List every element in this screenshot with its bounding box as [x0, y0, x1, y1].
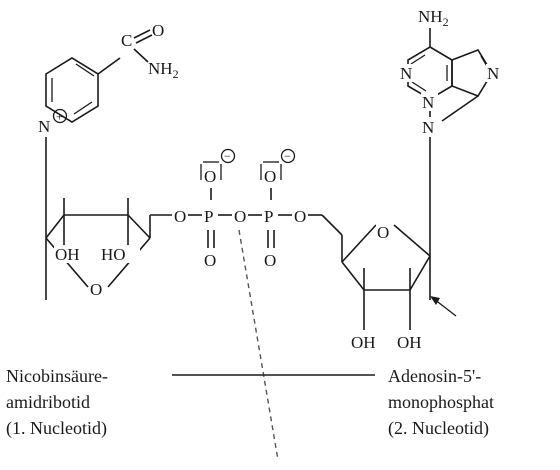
- n9-mask: [421, 117, 439, 137]
- amide-nh2-label: NH2: [148, 59, 179, 81]
- right-ribose-oh-left: OH: [351, 333, 376, 352]
- ring-nitrogen-mask: [37, 116, 54, 136]
- ring-bond: [393, 224, 431, 257]
- left-ribose-ring-oxygen: O: [90, 280, 102, 299]
- c5-c4-bond: [321, 214, 343, 236]
- negative-charge-circle: [280, 148, 296, 164]
- amino-nh2-label: NH2: [418, 7, 449, 29]
- phosphorus-left: P: [204, 207, 213, 226]
- ring-bond: [409, 255, 431, 291]
- adenine-n3-label: N: [422, 93, 434, 112]
- ring-nitrogen-label: N: [38, 117, 50, 136]
- n9-bond: [441, 95, 479, 122]
- right-caption-line3: (2. Nucleotid): [388, 418, 489, 439]
- anionic-oxygen-left: O: [204, 167, 216, 186]
- imidazole-ring: [451, 49, 493, 97]
- left-caption-line3: (1. Nucleotid): [6, 418, 107, 439]
- positive-charge-circle: [52, 108, 68, 124]
- left-caption-line2: amidribotid: [6, 392, 90, 412]
- adenine-n7-label: N: [487, 64, 499, 83]
- pyridine-ring: [45, 57, 99, 123]
- c1-arrow-head: [430, 296, 440, 305]
- right-ribose-oh-right: OH: [397, 333, 422, 352]
- carbonyl-double-bond: [135, 34, 153, 44]
- carbonyl-oxygen-label: O: [152, 21, 164, 40]
- carbonyl-double-bond: [133, 29, 151, 39]
- ring-oxygen-mask: [376, 222, 394, 242]
- carbonyl-carbon-label: C: [121, 31, 132, 50]
- negative-charge-label: −: [224, 149, 231, 163]
- positive-charge-label: +: [56, 110, 63, 124]
- left-ribose: OH HO O: [45, 198, 172, 299]
- ho-mask: [100, 245, 140, 263]
- pyrimidine-double-bond: [411, 81, 427, 92]
- right-caption-line1: Adenosin-5'-: [388, 366, 481, 386]
- adenine-n9-label: N: [422, 118, 434, 137]
- pyrophosphate-group: O P O P O O − O O − O: [174, 148, 322, 270]
- pyridine-double-bond: [73, 101, 93, 115]
- left-ribose-oh-label: OH: [55, 245, 80, 264]
- right-ribose-ring-oxygen: O: [377, 223, 389, 242]
- ribose-bond: [127, 214, 151, 239]
- n7-mask: [486, 64, 504, 82]
- ester-oxygen-right: O: [294, 207, 306, 226]
- pyrimidine-double-bond: [410, 54, 426, 65]
- amide-bond: [133, 48, 149, 63]
- phosphorus-right: P: [264, 207, 273, 226]
- right-caption: Adenosin-5'- monophosphat (2. Nucleotid): [388, 366, 494, 439]
- ring-oxygen-mask: [89, 280, 105, 298]
- ring-to-carbonyl-bond: [97, 57, 121, 75]
- n3-mask: [421, 93, 438, 111]
- oh-mask: [54, 245, 94, 263]
- oxo-oxygen-left: O: [204, 251, 216, 270]
- adenine-n1-label: N: [400, 64, 412, 83]
- right-ribose: O OH OH: [321, 135, 457, 352]
- oxo-oxygen-right: O: [264, 251, 276, 270]
- negative-charge-label: −: [284, 149, 291, 163]
- right-caption-line2: monophosphat: [388, 392, 494, 412]
- ring-bond: [341, 261, 365, 291]
- ester-oxygen-left: O: [174, 207, 186, 226]
- ring-bond: [341, 237, 365, 263]
- bridge-oxygen: O: [234, 207, 246, 226]
- left-caption-line1: Nicobinsäure-: [6, 366, 108, 386]
- nucleotide-divider-dashed: [238, 229, 279, 461]
- left-caption: Nicobinsäure- amidribotid (1. Nucleotid): [6, 366, 108, 439]
- left-ribose-ho-label: HO: [101, 245, 126, 264]
- ribose-bond: [45, 214, 65, 239]
- ring-bond: [363, 224, 377, 239]
- n1-mask: [399, 64, 416, 82]
- anionic-oxygen-right: O: [264, 167, 276, 186]
- pyridine-double-bond: [75, 63, 95, 77]
- negative-charge-circle: [220, 148, 236, 164]
- nicotinamide-group: C O NH2 N +: [37, 21, 179, 300]
- adenine-group: NH2 N N N N: [399, 7, 504, 137]
